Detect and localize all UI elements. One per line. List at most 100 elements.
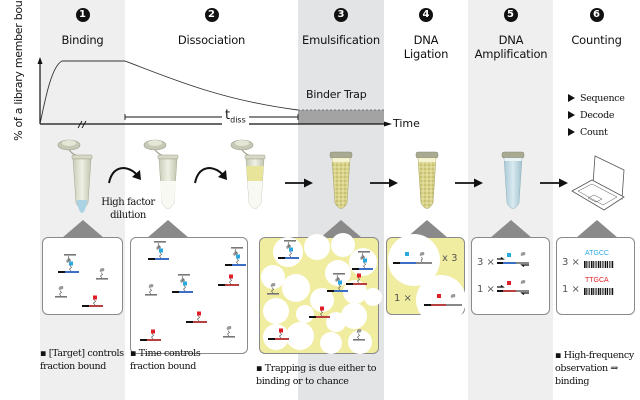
linker xyxy=(363,262,366,269)
step-ligation-header: 4 DNA Ligation xyxy=(384,0,468,61)
barcode-bar xyxy=(604,288,607,295)
tag-red xyxy=(357,273,361,278)
dna-strand-blue xyxy=(155,258,169,260)
counting-bullet: ▪ High-frequency observation ⇒ binding xyxy=(555,350,634,387)
pointer-triangle xyxy=(576,220,618,238)
dna-strand-red xyxy=(431,304,446,306)
linker xyxy=(93,299,96,306)
ligation-droplet xyxy=(388,234,440,286)
counting-top-multiplier: 3 × xyxy=(562,257,580,268)
tube-dissociation-diluted xyxy=(143,139,179,209)
dilution-label: High factor dilution xyxy=(101,197,155,221)
target-surface xyxy=(96,278,108,280)
tag-blue xyxy=(338,280,342,285)
target-protein xyxy=(450,294,456,298)
linker xyxy=(357,277,360,284)
dna-strand-primer xyxy=(172,291,179,293)
dna-strand-primer xyxy=(140,339,147,341)
x-axis-arrowhead xyxy=(384,121,392,127)
tag-red xyxy=(279,328,283,333)
primer-forward xyxy=(497,290,503,292)
dna-strand-blue xyxy=(65,271,79,273)
pointer-triangle xyxy=(62,220,104,238)
pointer-triangle xyxy=(406,220,448,238)
target-surface xyxy=(154,241,166,243)
step-title: DNA Amplification xyxy=(474,33,548,61)
dna-strand-primer xyxy=(82,305,89,307)
dna-strand-red xyxy=(89,305,103,307)
linker xyxy=(151,333,154,340)
counting-bottom-multiplier: 1 × xyxy=(562,284,580,295)
binding-panel xyxy=(42,237,123,315)
fraction-bound-curve xyxy=(39,60,299,125)
target-linker xyxy=(287,241,290,248)
linker xyxy=(279,332,282,339)
target-linker xyxy=(361,252,364,259)
emulsification-bullet: ▪ Trapping is due either to binding or t… xyxy=(256,363,377,387)
barcode-bar xyxy=(602,261,604,268)
barcode-bar xyxy=(600,261,602,268)
barcode-bar xyxy=(597,288,600,295)
dna-strand-red xyxy=(503,290,516,292)
barcode-bar xyxy=(593,261,595,268)
pointer-triangle xyxy=(490,220,532,238)
tag-blue xyxy=(183,281,187,286)
target-linker xyxy=(59,290,62,297)
target-surface xyxy=(145,294,157,296)
barcode-bar xyxy=(588,288,590,295)
dissociation-panel xyxy=(130,237,248,354)
target-surface xyxy=(358,251,370,253)
tag-blue xyxy=(289,247,293,252)
dna-strand-blue xyxy=(232,264,246,266)
dna-strand-primer xyxy=(327,290,334,292)
primer-reverse xyxy=(520,264,529,267)
bullet-text: High-frequency observation ⇒ binding xyxy=(555,350,634,387)
barcode-bar xyxy=(586,288,588,295)
barcode-bar xyxy=(597,261,600,268)
barcode-bar xyxy=(593,288,595,295)
target-linker xyxy=(357,333,360,340)
tube-dissociation-oil xyxy=(230,139,266,209)
binding-bullet: ▪ [Target] controls fraction bound xyxy=(40,348,124,372)
primer-arrow xyxy=(497,257,505,260)
y-axis-arrowhead xyxy=(37,57,43,64)
dna-strand-red xyxy=(225,284,239,286)
target-protein xyxy=(226,326,232,330)
step-title: Dissociation xyxy=(177,33,246,47)
step-number-badge: 3 xyxy=(334,8,348,22)
linker xyxy=(183,285,186,292)
tag-red xyxy=(197,311,201,316)
dna-strand-primer xyxy=(268,338,275,340)
dna-strand-red xyxy=(353,283,367,285)
step-number-badge: 4 xyxy=(419,8,433,22)
target-protein xyxy=(58,286,64,290)
tube-ligation xyxy=(415,151,439,209)
target-surface xyxy=(267,293,279,295)
primer-arrow xyxy=(497,285,505,288)
counting-steps-list: Sequence Decode Count xyxy=(568,90,625,141)
dna-strand-blue xyxy=(503,262,516,264)
linker xyxy=(289,251,292,258)
tube-amplification xyxy=(501,151,525,209)
dna-strand-target xyxy=(516,262,529,264)
target-protein xyxy=(270,283,276,287)
primer-forward xyxy=(497,262,503,264)
dna-strand-target xyxy=(516,290,529,292)
linker xyxy=(320,310,323,317)
tag-red xyxy=(437,294,441,298)
dna-strand-red xyxy=(193,321,207,323)
pointer-triangle xyxy=(147,220,189,238)
step-title: DNA Ligation xyxy=(403,33,449,61)
target-surface xyxy=(333,273,345,275)
target-surface xyxy=(353,339,365,341)
tag-red xyxy=(507,281,511,285)
target-protein xyxy=(520,252,526,256)
linker xyxy=(236,258,239,265)
target-linker xyxy=(227,330,230,337)
target-linker xyxy=(149,288,152,295)
tag-red xyxy=(229,274,233,279)
curved-arrow-icon xyxy=(108,166,141,184)
dna-strand-primer xyxy=(58,271,65,273)
dna-strand-target xyxy=(416,262,432,264)
